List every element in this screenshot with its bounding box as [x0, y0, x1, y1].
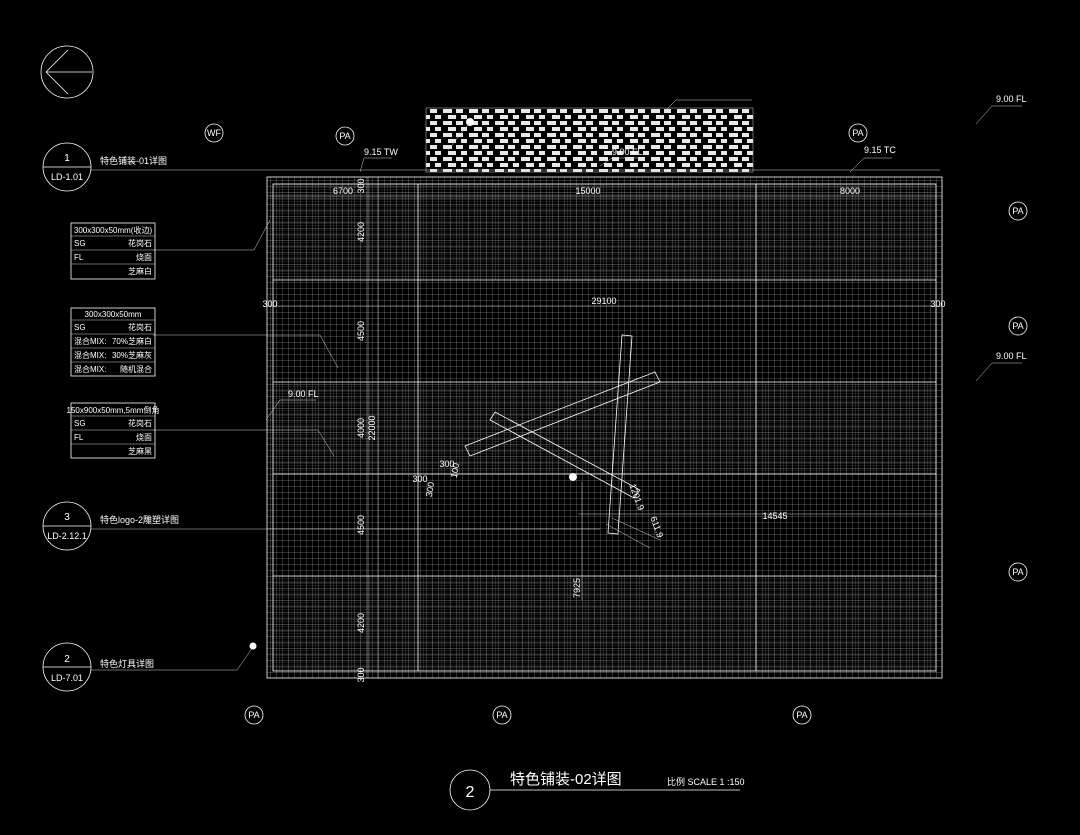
svg-text:PA: PA	[339, 131, 350, 141]
svg-text:4000: 4000	[356, 418, 366, 438]
brick-feature-panel	[425, 99, 754, 173]
pa-tag: PA	[335, 126, 355, 146]
material-table-2: 300x300x50mm SG 花岗石 混合MIX: 70%芝麻白 混合MIX: 30…	[70, 307, 156, 377]
paving-plan	[266, 176, 943, 679]
pa-tag: PA	[492, 705, 512, 725]
svg-text:30%芝麻灰: 30%芝麻灰	[112, 350, 152, 360]
callout-label: 特色铺装-01详图	[100, 155, 167, 166]
svg-text:随机混合: 随机混合	[120, 364, 152, 374]
svg-text:8000: 8000	[840, 186, 860, 196]
svg-text:14545: 14545	[762, 511, 787, 521]
svg-text:300: 300	[424, 481, 436, 498]
svg-text:花岗石: 花岗石	[128, 418, 152, 428]
svg-text:4500: 4500	[356, 515, 366, 535]
elevation-tw: 9.15 TW	[364, 147, 398, 157]
pa-tag: PA	[1008, 316, 1028, 336]
elevation-fl: 9.00 FL	[612, 147, 643, 157]
callout-sheet: LD-1.01	[51, 172, 83, 182]
svg-text:PA: PA	[852, 128, 863, 138]
leader-lines	[91, 105, 1022, 671]
elevation-fl: 9.00 FL	[288, 389, 319, 399]
svg-text:150x900x50mm,5mm倒角: 150x900x50mm,5mm倒角	[67, 405, 160, 415]
pa-tag: PA	[848, 123, 868, 143]
svg-text:混合MIX:: 混合MIX:	[74, 336, 106, 346]
svg-text:300: 300	[439, 459, 454, 469]
pa-tag: PA	[1008, 562, 1028, 582]
svg-text:烧面: 烧面	[136, 432, 152, 442]
title-number: 2	[466, 784, 475, 801]
svg-text:SG: SG	[74, 419, 86, 428]
pa-tag: PA	[792, 705, 812, 725]
svg-text:300x300x50mm(收边): 300x300x50mm(收边)	[74, 225, 153, 235]
svg-text:WF: WF	[207, 128, 221, 138]
pa-tag: PA	[1008, 201, 1028, 221]
svg-text:4200: 4200	[356, 613, 366, 633]
callout-label: 特色logo-2雕塑详图	[100, 514, 179, 525]
callout-sheet: LD-2.12.1	[47, 531, 87, 541]
svg-text:300x300x50mm: 300x300x50mm	[85, 310, 142, 319]
svg-text:15000: 15000	[575, 186, 600, 196]
svg-text:300: 300	[356, 178, 366, 193]
elevation-fl: 9.00 FL	[996, 94, 1027, 104]
svg-text:300: 300	[356, 667, 366, 682]
elevation-fl: 9.00 FL	[996, 351, 1027, 361]
pa-tags: PA PA PA PA PA PA PA PA	[244, 123, 1028, 725]
svg-text:混合MIX:: 混合MIX:	[74, 364, 106, 374]
svg-text:FL: FL	[74, 253, 84, 262]
callout-3: 3 LD-2.12.1 特色logo-2雕塑详图	[42, 501, 179, 551]
drawing-scale: 比例 SCALE 1 :150	[667, 776, 745, 787]
callout-number: 2	[64, 654, 70, 665]
svg-text:70%芝麻白: 70%芝麻白	[112, 336, 152, 346]
elevation-tc: 9.15 TC	[864, 145, 896, 155]
svg-text:PA: PA	[1012, 567, 1023, 577]
callout-label: 特色灯具详图	[100, 658, 154, 669]
svg-text:PA: PA	[1012, 321, 1023, 331]
callout-number: 3	[64, 512, 70, 523]
svg-text:4500: 4500	[356, 321, 366, 341]
logo-sculpture-outline	[464, 334, 661, 549]
svg-text:300: 300	[262, 299, 277, 309]
svg-text:FL: FL	[74, 433, 84, 442]
material-table-3: 150x900x50mm,5mm倒角 SG 花岗石 FL 烧面 芝麻黑	[67, 402, 160, 459]
svg-text:6700: 6700	[333, 186, 353, 196]
callout-sheet: LD-7.01	[51, 673, 83, 683]
svg-text:SG: SG	[74, 323, 86, 332]
svg-text:22000: 22000	[367, 415, 377, 440]
north-arrow-icon	[40, 45, 94, 99]
svg-text:PA: PA	[248, 710, 259, 720]
svg-text:29100: 29100	[591, 296, 616, 306]
pa-tag: PA	[244, 705, 264, 725]
svg-text:300: 300	[930, 299, 945, 309]
svg-text:花岗石: 花岗石	[128, 322, 152, 332]
svg-text:芝麻白: 芝麻白	[128, 266, 152, 276]
material-table-1: 300x300x50mm(收边) SG 花岗石 FL 烧面 芝麻白	[70, 222, 156, 280]
svg-text:PA: PA	[796, 710, 807, 720]
callout-1: 1 LD-1.01 特色铺装-01详图	[42, 142, 167, 192]
svg-text:100: 100	[449, 462, 461, 479]
callout-2: 2 LD-7.01 特色灯具详图	[42, 642, 154, 692]
svg-text:300: 300	[412, 474, 427, 484]
svg-text:芝麻黑: 芝麻黑	[128, 446, 152, 456]
callout-number: 1	[64, 153, 70, 164]
svg-text:PA: PA	[496, 710, 507, 720]
svg-text:4200: 4200	[356, 222, 366, 242]
title-block: 2 特色铺装-02详图 比例 SCALE 1 :150	[449, 769, 745, 811]
wf-tag: WF	[204, 123, 224, 143]
drawing-title: 特色铺装-02详图	[510, 771, 622, 788]
svg-text:7925: 7925	[572, 578, 582, 598]
svg-text:混合MIX:: 混合MIX:	[74, 350, 106, 360]
svg-text:烧面: 烧面	[136, 252, 152, 262]
svg-text:花岗石: 花岗石	[128, 238, 152, 248]
svg-text:PA: PA	[1012, 206, 1023, 216]
svg-text:SG: SG	[74, 239, 86, 248]
elevation-labels: 9.15 TW 9.15 TC 9.00 FL 9.00 FL 9.00 FL …	[288, 94, 1027, 399]
